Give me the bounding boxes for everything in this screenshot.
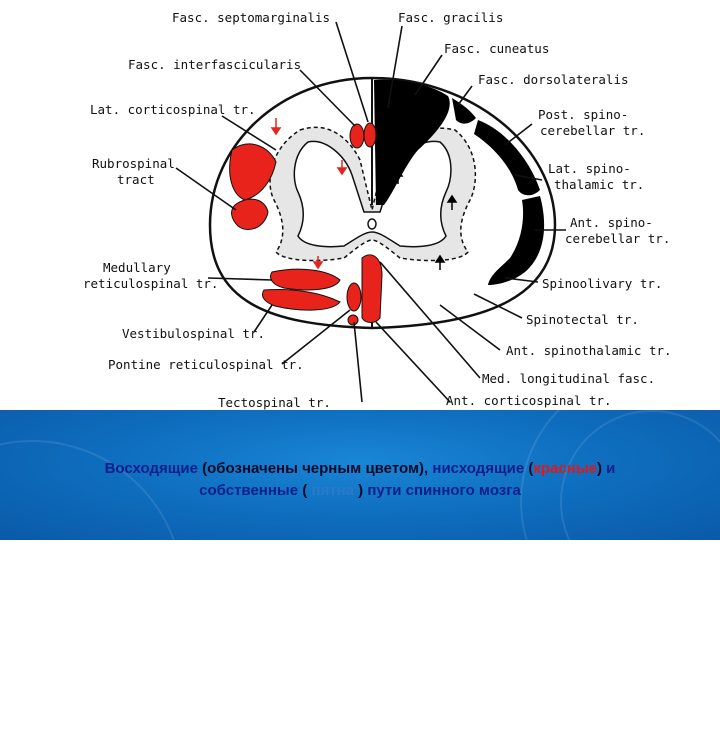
spinal-cord-diagram: Fasc. septomarginalis Fasc. gracilis Fas…	[0, 0, 720, 410]
label-medullary-1: Medullary	[103, 260, 171, 275]
label-rubrospinal-1: Rubrospinal	[92, 156, 175, 171]
label-pontine: Pontine reticulospinal tr.	[108, 357, 304, 372]
caption-paren-close-1: ),	[419, 460, 428, 477]
label-ant-spinocerebellar-1: Ant. spino-	[570, 215, 653, 230]
caption-red-word: красные	[533, 460, 597, 477]
anterior-corticospinal-tract	[362, 255, 382, 323]
caption: Восходящие ( обозначены черным цветом), н…	[0, 458, 720, 502]
caption-paren-close-3: )	[358, 482, 363, 499]
caption-paren-open-3: (	[302, 482, 307, 499]
label-medullary-2: reticulospinal tr.	[83, 276, 218, 291]
label-tectospinal: Tectospinal tr.	[218, 395, 331, 410]
label-cuneatus: Fasc. cuneatus	[444, 41, 549, 56]
label-septomarginalis: Fasc. septomarginalis	[172, 10, 330, 25]
caption-marked-black: обозначены черным цветом	[207, 460, 419, 477]
label-spinoolivary: Spinoolivary tr.	[542, 276, 662, 291]
caption-ascending: Восходящие	[105, 460, 198, 477]
caption-paren-close-2: )	[597, 460, 602, 477]
label-post-spinocerebellar-1: Post. spino-	[538, 107, 628, 122]
label-gracilis: Fasc. gracilis	[398, 10, 503, 25]
caption-rest: пути спинного мозга	[367, 482, 521, 499]
caption-and: и	[606, 460, 615, 477]
caption-own: собственные	[199, 482, 298, 499]
septomarginal-red	[364, 123, 376, 147]
caption-panel: Восходящие ( обозначены черным цветом), н…	[0, 410, 720, 540]
label-ant-spinocerebellar-2: cerebellar tr.	[565, 231, 670, 246]
caption-faint-word: пятна	[311, 482, 354, 499]
label-lat-spinothalamic-2: thalamic tr.	[554, 177, 644, 192]
label-dorsolateralis: Fasc. dorsolateralis	[478, 72, 629, 87]
lateral-corticospinal-tract	[350, 124, 364, 148]
caption-line-1: Восходящие (обозначены черным цветом), н…	[0, 458, 720, 480]
caption-line-2: собственные ( пятна ) пути спинного мозг…	[0, 480, 720, 502]
caption-descending: нисходящие	[432, 460, 524, 477]
label-lat-corticospinal: Lat. corticospinal tr.	[90, 102, 256, 117]
pontine-reticulospinal-tract	[347, 283, 361, 311]
label-vestibulospinal: Vestibulospinal tr.	[122, 326, 265, 341]
label-rubrospinal-2: tract	[117, 172, 155, 187]
label-post-spinocerebellar-2: cerebellar tr.	[540, 123, 645, 138]
label-lat-spinothalamic-1: Lat. spino-	[548, 161, 631, 176]
label-interfascicularis: Fasc. interfascicularis	[128, 57, 301, 72]
label-spinotectal: Spinotectal tr.	[526, 312, 639, 327]
tectospinal-tract	[348, 315, 358, 325]
label-ant-spinothalamic: Ant. spinothalamic tr.	[506, 343, 672, 358]
